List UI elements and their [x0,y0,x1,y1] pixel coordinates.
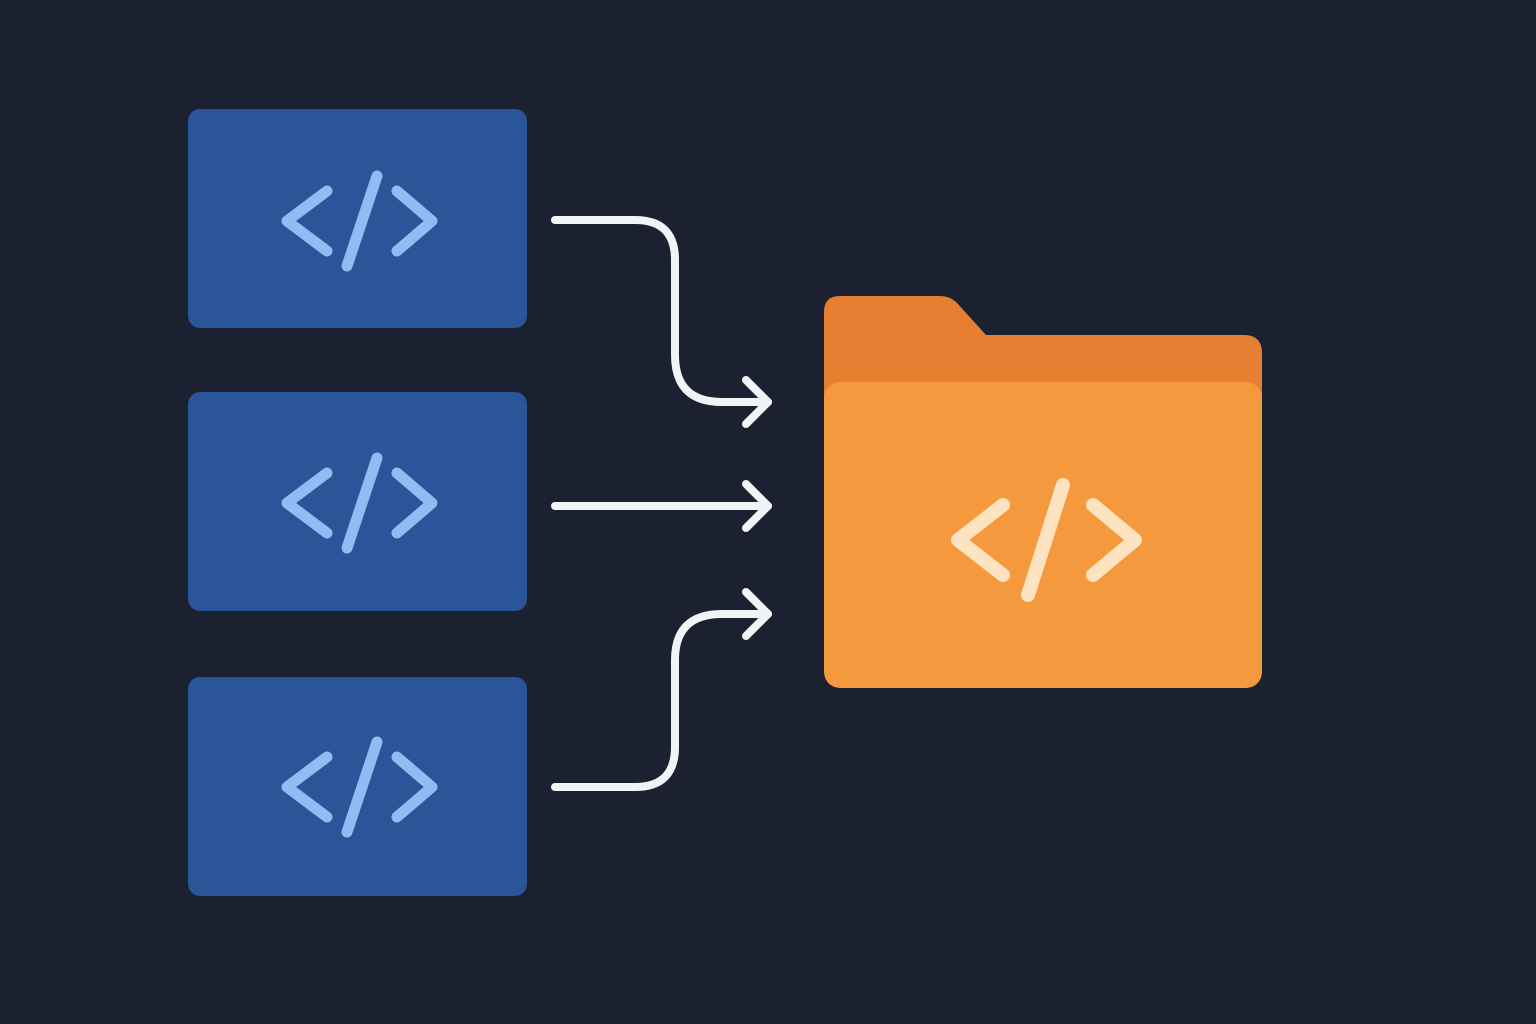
code-icon [281,452,438,554]
code-icon [281,170,438,272]
folder-tab [824,296,1262,400]
source-box-3 [188,677,527,896]
code-icon [951,478,1142,602]
target-folder [824,296,1262,688]
arrow-1 [551,216,772,428]
arrow-2 [551,480,772,532]
source-box-1 [188,109,527,328]
arrow-3 [551,588,772,791]
source-box-2 [188,392,527,611]
code-icon [281,736,438,838]
